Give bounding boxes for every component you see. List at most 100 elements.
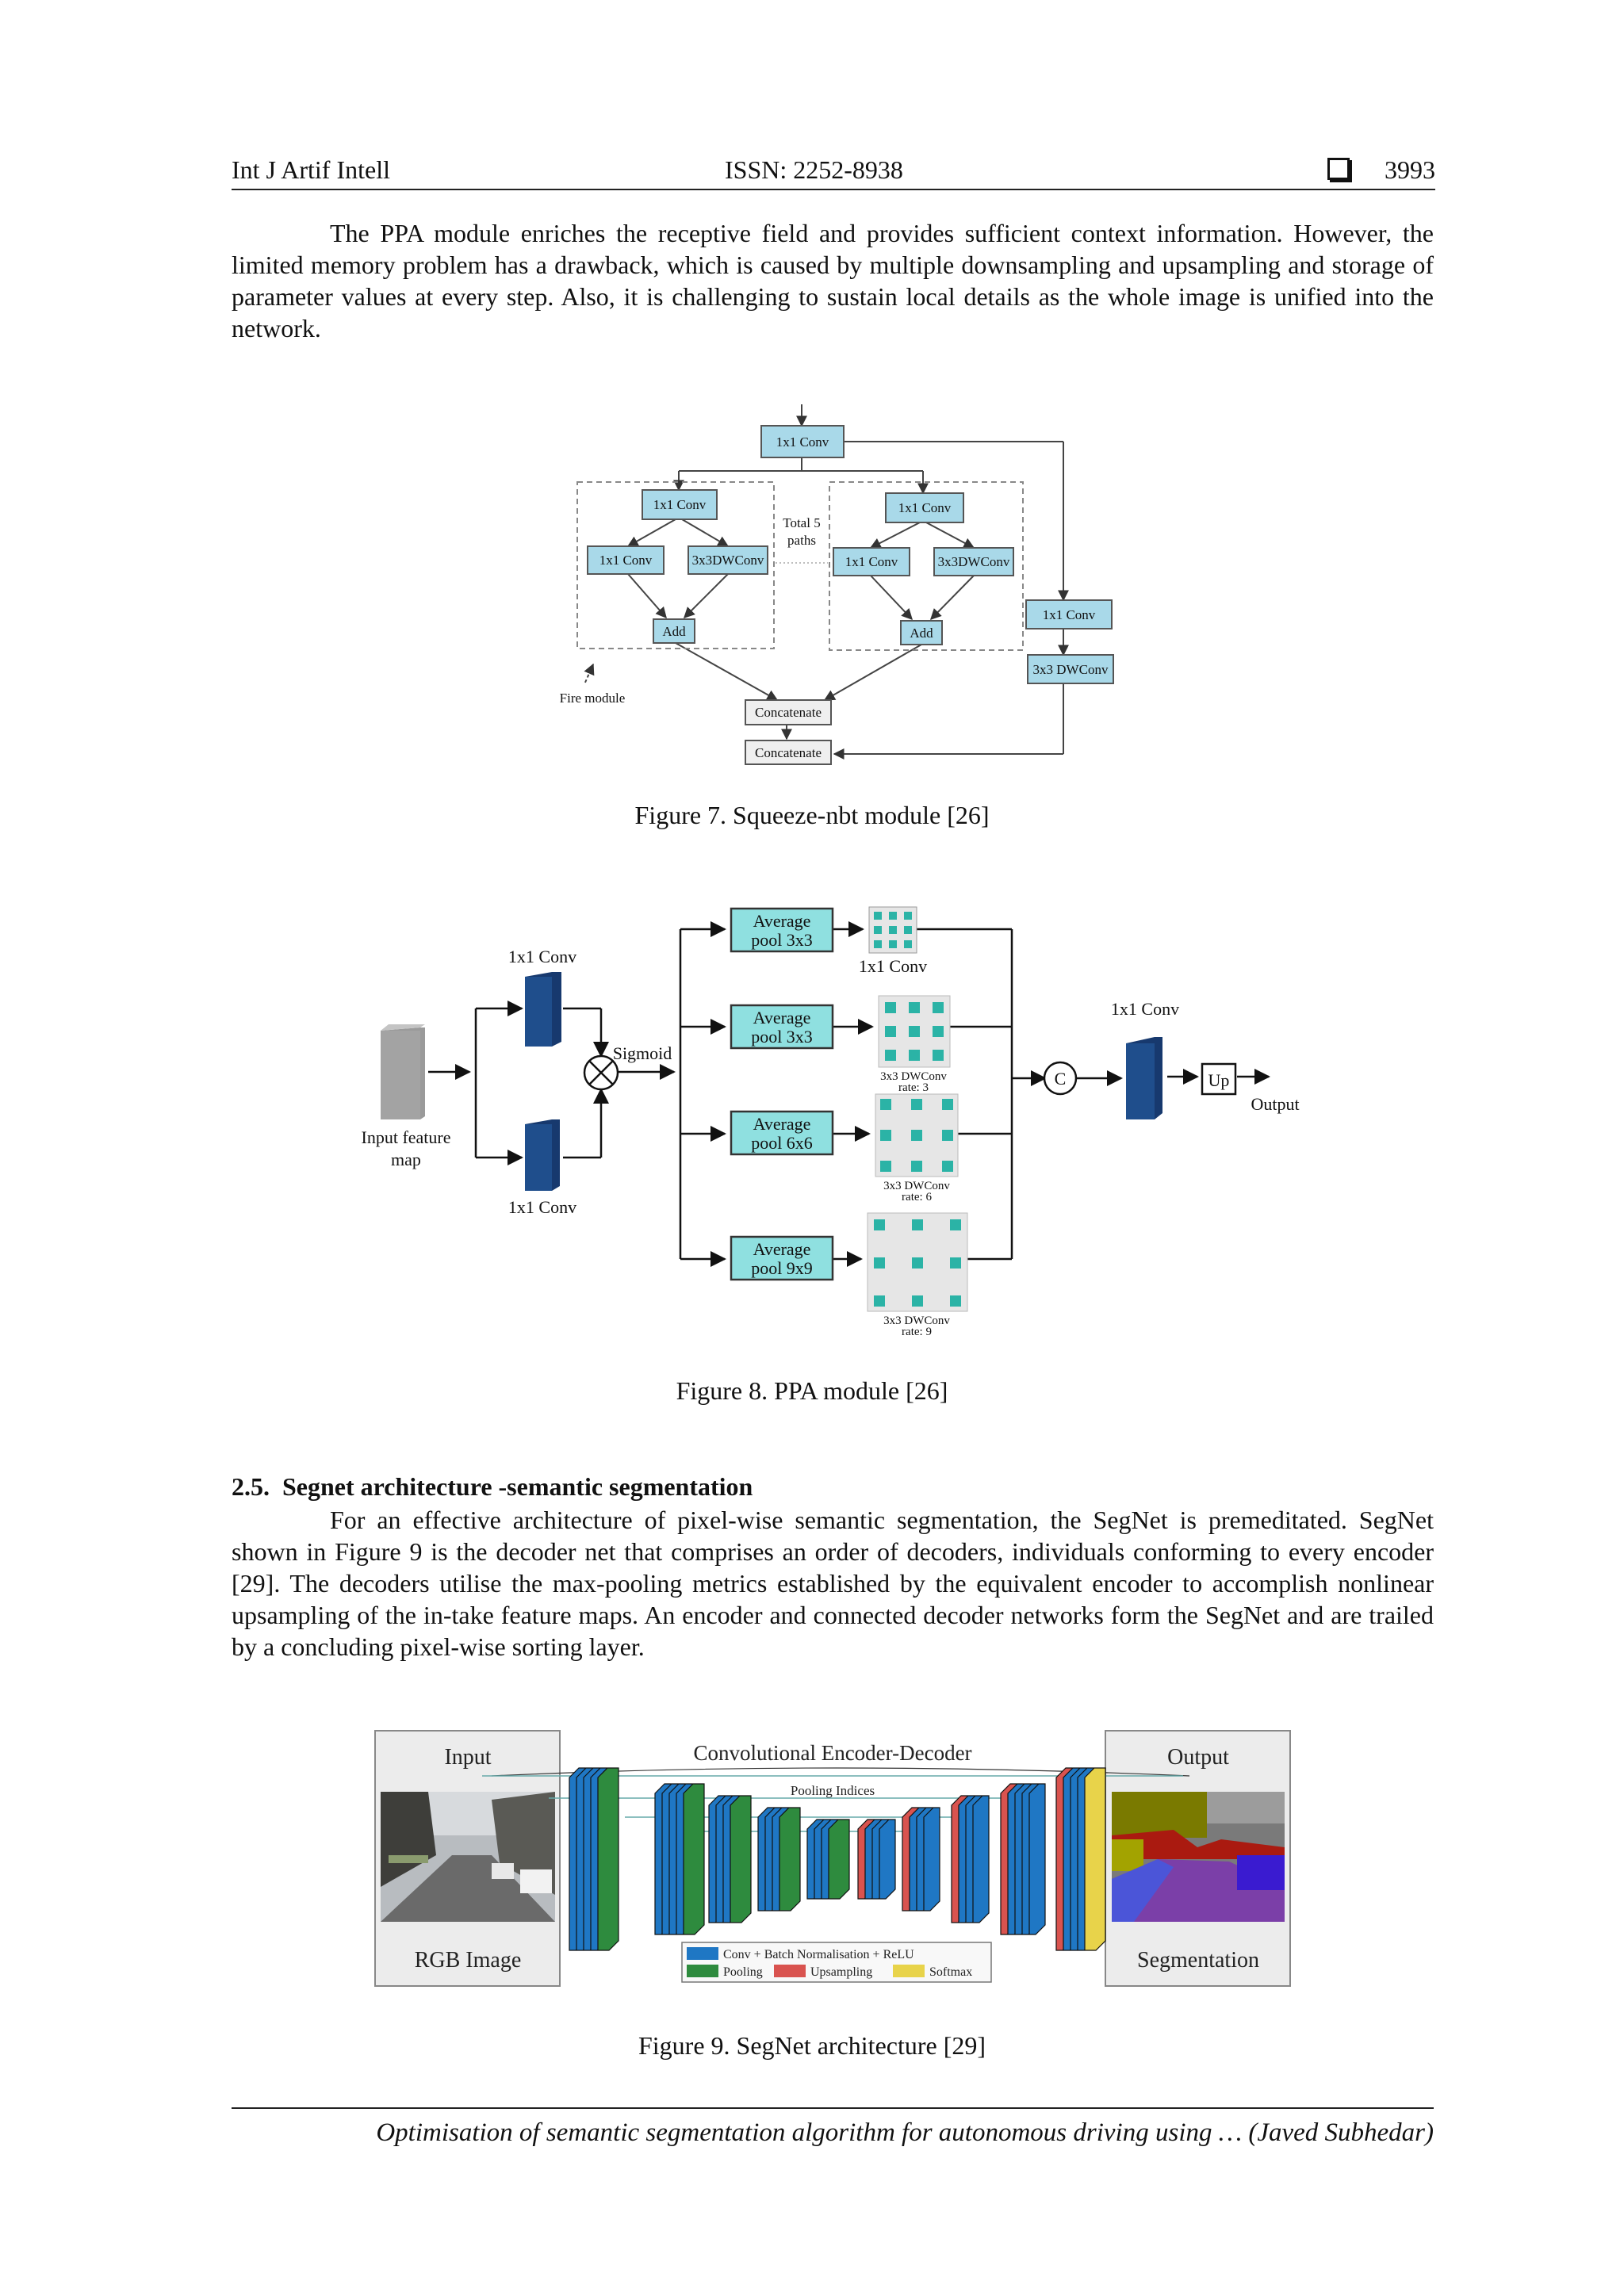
segmentation-image bbox=[1112, 1792, 1285, 1922]
dw-rate3-line1: 3x3 DWConv bbox=[880, 1070, 947, 1083]
page-number-group: 3993 bbox=[1327, 155, 1435, 185]
right-dwconv-label: 3x3 DWConv bbox=[1033, 662, 1109, 677]
concat-icon bbox=[1043, 1061, 1078, 1096]
fire-a-add: Add bbox=[662, 624, 686, 639]
fire-b-squeeze: 1x1 Conv bbox=[898, 500, 952, 515]
fire-module-box-b bbox=[829, 481, 1024, 651]
fire-module-label: Fire module bbox=[560, 691, 626, 706]
dw-rate9-line2: rate: 9 bbox=[902, 1326, 932, 1338]
dw-rate9-line1: 3x3 DWConv bbox=[883, 1314, 950, 1327]
rgb-street-image bbox=[381, 1792, 555, 1922]
concat-label: C bbox=[1055, 1069, 1067, 1089]
paragraph-ppa: The PPA module enriches the receptive fi… bbox=[232, 217, 1434, 344]
fire-a-squeeze: 1x1 Conv bbox=[653, 497, 707, 512]
legend-upsampling: Upsampling bbox=[810, 1965, 872, 1979]
legend-softmax: Softmax bbox=[929, 1965, 972, 1979]
figure-8-caption: Figure 8. PPA module [26] bbox=[676, 1376, 948, 1405]
pool-box-3 bbox=[730, 1110, 834, 1156]
input-label-2: map bbox=[391, 1150, 421, 1169]
sigmoid-label: Sigmoid bbox=[613, 1043, 672, 1063]
conv-block-top bbox=[525, 972, 561, 1047]
layer-7-3 bbox=[972, 1795, 990, 1923]
pooling-indices-label: Pooling Indices bbox=[791, 1783, 875, 1798]
issn: ISSN: 2252-8938 bbox=[725, 155, 903, 184]
pool-2-line1: Average bbox=[753, 1008, 811, 1027]
fire-b-expand3: 3x3DWConv bbox=[938, 554, 1010, 569]
layer-0-4 bbox=[597, 1767, 619, 1951]
figure-8-ppa-module: 1x1 Conv 1x1 Conv Sigmoid Input feature … bbox=[362, 906, 1300, 1338]
input-label-1: Input feature bbox=[362, 1127, 451, 1147]
square-icon bbox=[1327, 158, 1350, 180]
concat2-label: Concatenate bbox=[755, 745, 822, 760]
top-conv-label: 1x1 Conv bbox=[776, 434, 829, 450]
pool-box-1 bbox=[730, 907, 834, 953]
input-subtitle: RGB Image bbox=[415, 1948, 522, 1973]
pool-3-line1: Average bbox=[753, 1114, 811, 1134]
output-label: Output bbox=[1251, 1094, 1299, 1114]
section-heading: 2.5. Segnet architecture -semantic segme… bbox=[232, 1472, 753, 1502]
page-number: 3993 bbox=[1385, 155, 1435, 184]
legend-pooling: Pooling bbox=[723, 1965, 763, 1979]
pool-2-line2: pool 3x3 bbox=[751, 1027, 813, 1047]
figure-9-caption: Figure 9. SegNet architecture [29] bbox=[638, 2031, 986, 2060]
page-footer: Optimisation of semantic segmentation al… bbox=[232, 2107, 1434, 2148]
layer-6-3 bbox=[923, 1807, 940, 1911]
fire-b-add: Add bbox=[910, 626, 933, 641]
dw-rate6-line2: rate: 6 bbox=[902, 1191, 932, 1203]
center-title: Convolutional Encoder-Decoder bbox=[693, 1741, 971, 1765]
dw-rate3-line2: rate: 3 bbox=[898, 1081, 929, 1094]
paragraph-segnet: For an effective architecture of pixel-w… bbox=[232, 1504, 1434, 1663]
input-feature-block bbox=[381, 1024, 425, 1119]
total-paths-label: Total 5 bbox=[783, 515, 820, 530]
dw-grid-rate6 bbox=[875, 1093, 959, 1177]
bottom-conv-label: 1x1 Conv bbox=[508, 1197, 576, 1217]
output-title: Output bbox=[1167, 1745, 1229, 1770]
legend: Conv + Batch Normalisation + ReLU Poolin… bbox=[681, 1942, 992, 1983]
layer-9-4 bbox=[1084, 1767, 1106, 1951]
layer-5-3 bbox=[879, 1819, 896, 1900]
layer-4-3 bbox=[828, 1819, 850, 1900]
section-title: Segnet architecture -semantic segmentati… bbox=[282, 1472, 753, 1501]
journal-name: Int J Artif Intell bbox=[232, 155, 390, 184]
dw-rate6-line1: 3x3 DWConv bbox=[883, 1180, 950, 1192]
pool-1-line1: Average bbox=[753, 911, 811, 931]
final-conv-label: 1x1 Conv bbox=[1111, 999, 1179, 1019]
layer-3-3 bbox=[779, 1807, 801, 1911]
output-subtitle: Segmentation bbox=[1137, 1948, 1259, 1973]
pool-4-line2: pool 9x9 bbox=[751, 1258, 813, 1278]
fire-a-expand3: 3x3DWConv bbox=[692, 553, 764, 568]
multiply-icon bbox=[583, 1054, 619, 1091]
final-conv-block bbox=[1126, 1037, 1162, 1119]
dw-grid-rate3 bbox=[878, 995, 951, 1068]
page-header: Int J Artif Intell ISSN: 2252-8938 3993 bbox=[232, 155, 1435, 190]
up-box bbox=[1201, 1062, 1237, 1096]
layer-1-4 bbox=[683, 1783, 705, 1935]
fire-b-expand1: 1x1 Conv bbox=[845, 554, 898, 569]
total-paths-label-2: paths bbox=[787, 533, 816, 548]
input-title: Input bbox=[444, 1745, 491, 1770]
figure-9-segnet: Input RGB Image Output Segmentation Conv… bbox=[374, 1730, 1291, 1987]
encoder-decoder-layers bbox=[569, 1767, 1106, 1951]
pool-4-line1: Average bbox=[753, 1239, 811, 1259]
paragraph-text: The PPA module enriches the receptive fi… bbox=[232, 219, 1434, 342]
figure-7-caption: Figure 7. Squeeze-nbt module [26] bbox=[634, 801, 990, 829]
dw-grid-rate9 bbox=[867, 1212, 968, 1312]
conv-block-bottom bbox=[525, 1119, 560, 1191]
layer-8-4 bbox=[1028, 1783, 1046, 1935]
up-label: Up bbox=[1208, 1070, 1230, 1090]
legend-conv: Conv + Batch Normalisation + ReLU bbox=[723, 1948, 914, 1961]
figure-7-squeeze-nbt: 1x1 Conv 1x1 Conv 1x1 Conv 3x3DWConv Add… bbox=[560, 404, 1114, 765]
pool-box-2 bbox=[730, 1004, 834, 1050]
branch1-label: 1x1 Conv bbox=[859, 956, 927, 976]
right-conv-label: 1x1 Conv bbox=[1043, 607, 1096, 622]
pool-3-line2: pool 6x6 bbox=[751, 1133, 813, 1153]
fire-a-expand1: 1x1 Conv bbox=[599, 553, 653, 568]
pool-box-4 bbox=[730, 1235, 834, 1281]
conv-grid-1x1 bbox=[868, 906, 917, 954]
section-number: 2.5. bbox=[232, 1472, 270, 1501]
concat1-label: Concatenate bbox=[755, 705, 822, 720]
layer-2-3 bbox=[730, 1795, 752, 1923]
pool-1-line2: pool 3x3 bbox=[751, 930, 813, 950]
top-conv-label: 1x1 Conv bbox=[508, 947, 576, 966]
fire-module-box-a bbox=[576, 481, 775, 649]
